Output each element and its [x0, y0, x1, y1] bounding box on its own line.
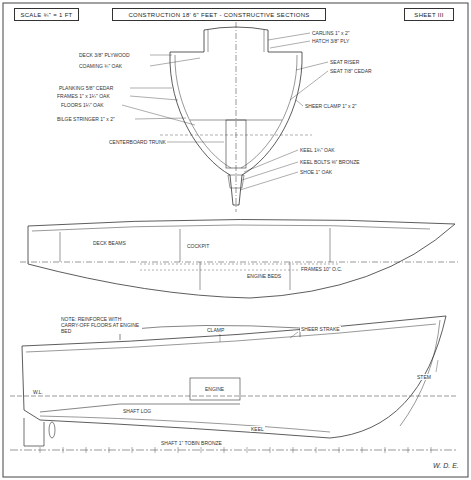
callout-label: HATCH 3/8" PLY: [311, 38, 350, 44]
callout-label: SEAT 7/8" CEDAR: [329, 68, 373, 74]
callout-label: KEEL BOLTS ⅜" BRONZE: [299, 159, 361, 165]
callout-label: SEAT RISER: [329, 59, 360, 65]
signature: W. D. E.: [432, 462, 460, 470]
callout-label: CLAMP: [206, 327, 225, 333]
callout-label: STEM: [416, 374, 432, 380]
callout-label: DECK BEAMS: [92, 240, 127, 246]
title-box: SCALE ¾" = 1 FT: [14, 8, 79, 21]
leader-lines: [122, 33, 438, 372]
midship-section: [160, 22, 312, 212]
callout-label: COAMING ¾" OAK: [78, 63, 123, 69]
callout-label: FRAMES 1" x 1¼" OAK: [56, 93, 111, 99]
callout-label: SHAFT LOG: [122, 408, 152, 414]
title-box: CONSTRUCTION 18' 6" FEET - CONSTRUCTIVE …: [112, 8, 326, 21]
box-text: SHEET III: [411, 12, 446, 18]
callout-label: NOTE: REINFORCE WITH CARRY-OFF FLOORS AT…: [60, 316, 142, 334]
callout-label: ENGINE: [204, 386, 225, 392]
callout-label: SHAFT 1" TOBIN BRONZE: [160, 440, 223, 446]
callout-label: SHEER CLAMP 1" x 2": [304, 103, 358, 109]
callout-label: ENGINE BEDS: [246, 273, 282, 279]
callout-label: FRAMES 10" O.C.: [300, 266, 343, 272]
box-text: SCALE ¾" = 1 FT: [17, 12, 75, 18]
callout-label: KEEL: [250, 426, 265, 432]
callout-label: SHOE 1" OAK: [299, 169, 333, 175]
callout-label: DECK 3/8" PLYWOOD: [78, 52, 131, 58]
title-box: SHEET III: [404, 8, 454, 21]
callout-label: COCKPIT: [186, 243, 210, 249]
callout-label: SHEER STRAKE: [300, 326, 341, 332]
callout-label: PLANKING 5/8" CEDAR: [58, 85, 114, 91]
plan-view: [20, 219, 460, 298]
box-text: CONSTRUCTION 18' 6" FEET - CONSTRUCTIVE …: [125, 12, 312, 18]
callout-label: KEEL 1¾" OAK: [299, 147, 336, 153]
callout-label: CENTERBOARD TRUNK: [108, 139, 167, 145]
callout-label: W.L.: [32, 389, 44, 395]
callout-label: BILGE STRINGER 1" x 2": [56, 116, 116, 122]
callout-label: CARLINS 1" x 2": [311, 30, 350, 36]
callout-label: FLOORS 1¼" OAK: [60, 102, 105, 108]
profile-view: [10, 316, 458, 450]
